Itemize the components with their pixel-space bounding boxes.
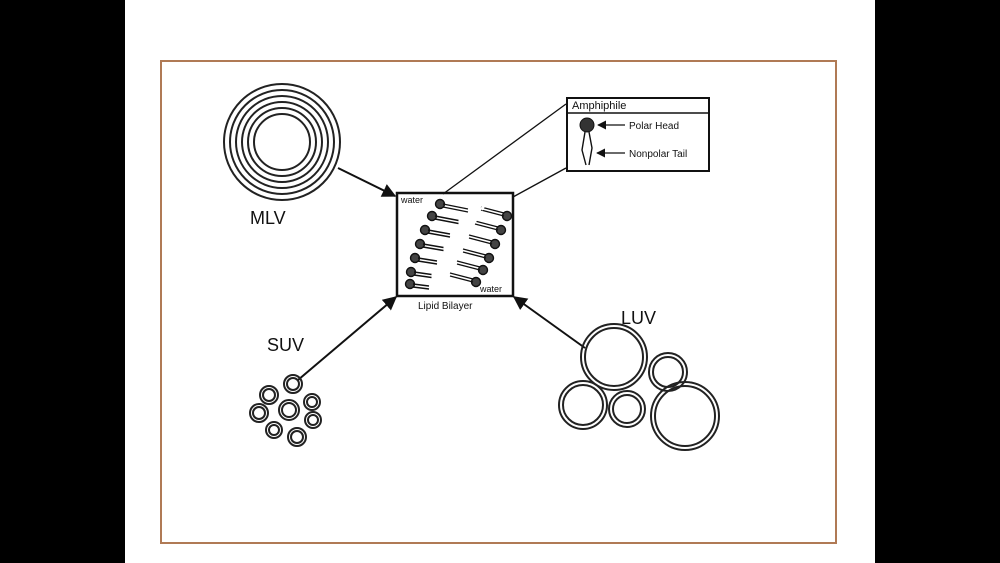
- amphiphile-inset: [566, 97, 710, 172]
- lipid-tail: [412, 283, 430, 290]
- water-label-bottom: water: [479, 284, 502, 294]
- suv-vesicles: [249, 374, 322, 447]
- arrow-suv: [297, 296, 398, 381]
- luv-label: LUV: [621, 308, 656, 328]
- bilayer-lipids: [404, 198, 513, 290]
- water-label-top: water: [400, 195, 423, 205]
- suv-label: SUV: [267, 335, 304, 355]
- lipid-tail: [427, 229, 451, 238]
- polar-head-icon: [579, 117, 595, 133]
- arrow-luv: [512, 296, 586, 349]
- lipid-tail: [434, 215, 459, 225]
- nonpolar-tail-icon: [581, 131, 593, 166]
- inset-connector-top: [442, 103, 567, 195]
- lipid-tail: [449, 272, 474, 283]
- lipid-tail: [480, 206, 505, 217]
- amphiphile-title: Amphiphile: [572, 100, 626, 112]
- diagram-frame: [160, 60, 837, 544]
- inset-connector-bottom: [512, 167, 567, 198]
- lipid-tail: [456, 260, 481, 271]
- polar-head-label: Polar Head: [629, 121, 679, 132]
- arrow-mlv: [337, 167, 397, 197]
- lipid-tail: [468, 234, 493, 245]
- bilayer-caption: Lipid Bilayer: [418, 301, 473, 312]
- lipid-tail: [442, 203, 469, 213]
- luv-vesicles: [558, 323, 720, 451]
- mlv-label: MLV: [250, 208, 286, 228]
- lipid-tail: [417, 257, 438, 265]
- lipid-tail: [462, 248, 487, 259]
- mlv-vesicle: [223, 83, 341, 201]
- lipid-tail: [422, 243, 444, 252]
- lipid-tail: [474, 220, 499, 231]
- nonpolar-tail-label: Nonpolar Tail: [629, 149, 687, 160]
- lipid-tail: [413, 271, 432, 279]
- lipid-bilayer-box: [395, 191, 515, 298]
